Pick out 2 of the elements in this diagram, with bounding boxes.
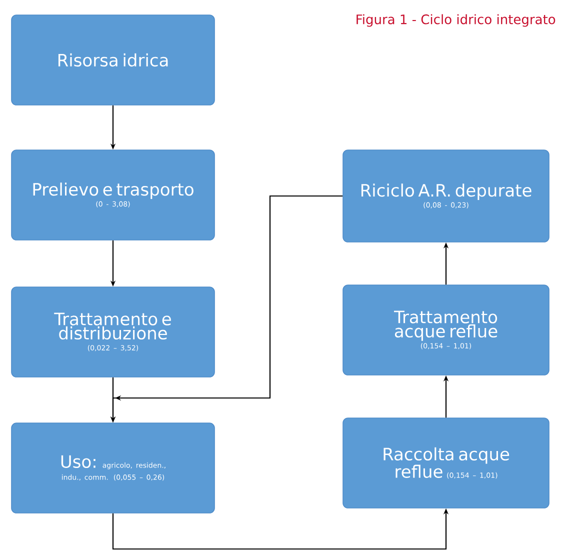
figure-title: Figura 1 - Ciclo idrico integrato — [356, 14, 556, 27]
process-box: Risorsa idrica — [11, 14, 215, 106]
